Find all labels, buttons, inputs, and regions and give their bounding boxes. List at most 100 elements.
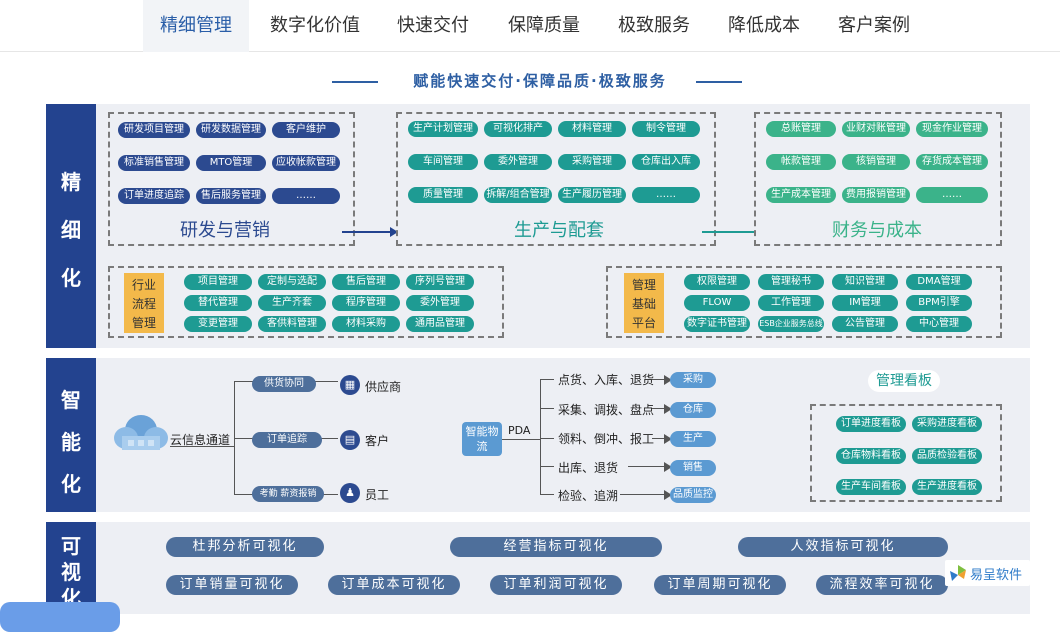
rd-item[interactable]: 研发数据管理 (196, 122, 266, 138)
visual-item[interactable]: 杜邦分析可视化 (166, 537, 324, 557)
rd-item[interactable]: 售后服务管理 (196, 188, 266, 204)
prod-item[interactable]: 采购管理 (558, 154, 626, 170)
flow-dept[interactable]: 采购 (670, 372, 716, 388)
industry-item[interactable]: 项目管理 (184, 274, 252, 290)
industry-item[interactable]: 材料采购 (332, 316, 400, 332)
rd-item-more[interactable]: …… (272, 188, 340, 204)
platform-item[interactable]: 公告管理 (832, 316, 898, 332)
rd-item[interactable]: 应收帐款管理 (272, 155, 340, 171)
chat-widget[interactable] (0, 602, 120, 632)
tab-cost[interactable]: 降低成本 (728, 15, 800, 36)
branch-pill[interactable]: 考勤 薪资报销 (252, 486, 324, 502)
tab-digital-value[interactable]: 数字化价值 (270, 15, 360, 36)
dashboard-item[interactable]: 仓库物料看板 (836, 448, 906, 464)
dashboard-item[interactable]: 品质检验看板 (912, 448, 982, 464)
tab-quality[interactable]: 保障质量 (508, 15, 580, 36)
prod-item-more[interactable]: …… (632, 187, 700, 203)
connector (540, 466, 554, 467)
flow-dept[interactable]: 品质监控 (670, 487, 716, 503)
branch-target: 供应商 (365, 380, 402, 394)
prod-item[interactable]: 仓库出入库 (632, 154, 700, 170)
prod-item[interactable]: 制令管理 (632, 121, 700, 137)
industry-item[interactable]: 变更管理 (184, 316, 252, 332)
dashboard-item[interactable]: 生产车间看板 (836, 479, 906, 495)
prod-item[interactable]: 拆解/组合管理 (484, 187, 552, 203)
prod-item[interactable]: 材料管理 (558, 121, 626, 137)
fin-item[interactable]: 费用报销管理 (842, 187, 910, 203)
industry-item[interactable]: 客供料管理 (258, 316, 326, 332)
visual-item[interactable]: 经营指标可视化 (450, 537, 662, 557)
dashboard-title: 管理看板 (868, 370, 940, 392)
visual-item[interactable]: 订单销量可视化 (166, 575, 298, 595)
dashboard-item[interactable]: 生产进度看板 (912, 479, 982, 495)
fin-item[interactable]: 业财对账管理 (842, 121, 910, 137)
platform-item[interactable]: 数字证书管理 (684, 316, 750, 332)
band-fine-char-1: 精 (61, 170, 81, 194)
prod-item[interactable]: 可视化排产 (484, 121, 552, 137)
industry-item[interactable]: 替代管理 (184, 295, 252, 311)
visual-item[interactable]: 订单周期可视化 (654, 575, 786, 595)
platform-item[interactable]: BPM引擎 (906, 295, 972, 311)
tab-fine-management[interactable]: 精细管理 (143, 0, 249, 52)
fin-item[interactable]: 生产成本管理 (766, 187, 836, 203)
tab-service[interactable]: 极致服务 (618, 15, 690, 36)
platform-item[interactable]: IM管理 (832, 295, 898, 311)
rd-item[interactable]: 研发项目管理 (118, 122, 190, 138)
arrow-right-icon (342, 227, 398, 237)
visual-item[interactable]: 订单利润可视化 (490, 575, 622, 595)
arrow-right-icon (652, 434, 672, 444)
flow-dept[interactable]: 生产 (670, 431, 716, 447)
industry-item[interactable]: 定制与选配 (258, 274, 326, 290)
finance-box: 总账管理 业财对账管理 现金作业管理 帐款管理 核销管理 存货成本管理 生产成本… (754, 112, 1002, 246)
prod-item[interactable]: 生产计划管理 (408, 121, 478, 137)
building-icon: ▦ (340, 375, 360, 395)
flow-dept[interactable]: 仓库 (670, 402, 716, 418)
smart-logistics-box[interactable]: 智能物流 (462, 422, 502, 456)
tab-fast-delivery[interactable]: 快速交付 (397, 15, 469, 36)
industry-item[interactable]: 生产齐套 (258, 295, 326, 311)
dashboard-item[interactable]: 订单进度看板 (836, 416, 906, 432)
industry-item[interactable]: 委外管理 (406, 295, 474, 311)
rd-item[interactable]: 订单进度追踪 (118, 188, 190, 204)
branch-pill[interactable]: 供货协同 (252, 376, 316, 392)
industry-item[interactable]: 序列号管理 (406, 274, 474, 290)
visual-item[interactable]: 人效指标可视化 (738, 537, 948, 557)
platform-item[interactable]: 中心管理 (906, 316, 972, 332)
platform-item[interactable]: 工作管理 (758, 295, 824, 311)
fin-item[interactable]: 总账管理 (766, 121, 836, 137)
platform-item[interactable]: 权限管理 (684, 274, 750, 290)
fin-item[interactable]: 现金作业管理 (916, 121, 988, 137)
visual-item[interactable]: 订单成本可视化 (328, 575, 460, 595)
prod-item[interactable]: 生产履历管理 (558, 187, 626, 203)
platform-item[interactable]: DMA管理 (906, 274, 972, 290)
platform-item[interactable]: ESB企业服务总线 (758, 316, 824, 332)
tab-cases[interactable]: 客户案例 (838, 15, 910, 36)
industry-item[interactable]: 程序管理 (332, 295, 400, 311)
fin-item[interactable]: 帐款管理 (766, 154, 836, 170)
subtitle-bar: 赋能快速交付·保障品质·极致服务 (0, 68, 1060, 96)
flow-dept[interactable]: 销售 (670, 460, 716, 476)
platform-item[interactable]: 知识管理 (832, 274, 898, 290)
branch-pill[interactable]: 订单追踪 (252, 432, 322, 448)
rd-item[interactable]: 客户维护 (272, 122, 340, 138)
fin-item[interactable]: 存货成本管理 (916, 154, 988, 170)
arrow-right-icon (628, 462, 672, 472)
industry-item[interactable]: 售后管理 (332, 274, 400, 290)
dashboard-item[interactable]: 采购进度看板 (912, 416, 982, 432)
prod-item[interactable]: 委外管理 (484, 154, 552, 170)
fin-item-more[interactable]: …… (916, 187, 988, 203)
platform-item[interactable]: FLOW (684, 295, 750, 311)
industry-item[interactable]: 通用品管理 (406, 316, 474, 332)
prod-item[interactable]: 车间管理 (408, 154, 478, 170)
people-icon: ♟ (340, 483, 360, 503)
fin-item[interactable]: 核销管理 (842, 154, 910, 170)
rd-item[interactable]: 标准销售管理 (118, 155, 190, 171)
rd-item[interactable]: MTO管理 (196, 155, 266, 171)
flow-action: 点货、入库、退货 (558, 373, 655, 387)
arrow-right-icon (652, 404, 672, 414)
band-fine: 精 细 化 研发项目管理 研发数据管理 客户维护 标准销售管理 MTO管理 应收… (46, 104, 1030, 348)
brand-logo-icon (950, 565, 966, 581)
visual-item[interactable]: 流程效率可视化 (816, 575, 948, 595)
prod-item[interactable]: 质量管理 (408, 187, 478, 203)
platform-item[interactable]: 管理秘书 (758, 274, 824, 290)
